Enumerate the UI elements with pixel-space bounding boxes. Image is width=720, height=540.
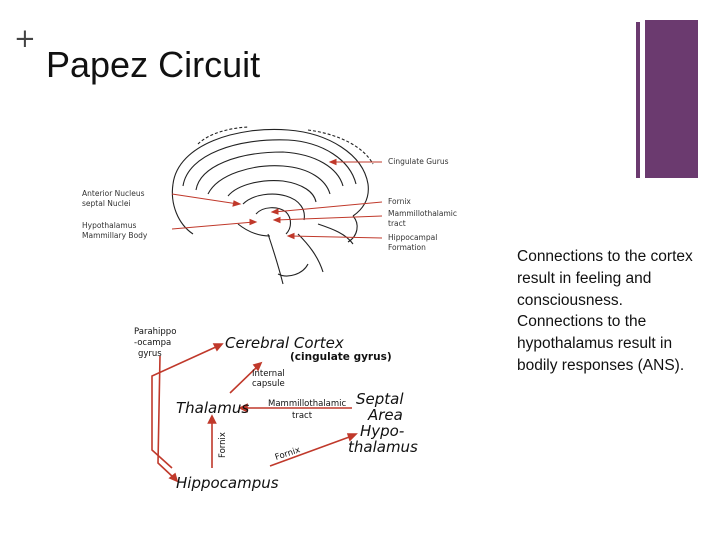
label-hypothalamus-2: Mammillary Body [82, 231, 148, 240]
label-anterior-2: septal Nuclei [82, 199, 131, 208]
plus-icon: + [14, 24, 36, 54]
label-parahippo-3: gyrus [138, 349, 162, 359]
node-hippocampus: Hippocampus [176, 474, 279, 492]
label-internal-2: capsule [252, 379, 285, 389]
label-hypothalamus-1: Hypothalamus [82, 221, 136, 230]
label-hippo-2: Formation [388, 243, 426, 252]
label-fornix: Fornix [388, 197, 411, 206]
circuit-diagram: Cerebral Cortex (cingulate gyrus) Parahi… [134, 327, 418, 492]
slide-notes: Connections to the cortex result in feel… [517, 248, 693, 374]
label-internal-1: Internal [252, 369, 285, 379]
node-area: Area [367, 406, 403, 424]
label-mammillo-2: tract [388, 219, 406, 228]
label-fornix-vertical: Fornix [218, 432, 228, 458]
label-cingulate: Cingulate Gurus [388, 157, 449, 166]
node-hypothalamus: thalamus [348, 438, 418, 456]
brain-diagram: Cingulate Gurus Anterior Nucleus septal … [82, 126, 457, 285]
label-parahippo-2: -ocampa [134, 338, 171, 348]
node-septal: Septal [356, 390, 404, 408]
node-thalamus: Thalamus [176, 399, 249, 417]
label-anterior-1: Anterior Nucleus [82, 189, 145, 198]
label-parahippo-1: Parahippo [134, 327, 176, 337]
node-cerebral-cortex: Cerebral Cortex [225, 334, 344, 352]
label-mammillo-1: Mammillothalamic [388, 209, 457, 218]
accent-bar [645, 20, 698, 178]
accent-bar-thin [636, 22, 640, 178]
label-mammillo-1: Mammillothalamic [268, 399, 347, 409]
label-hippo-1: Hippocampal [388, 233, 437, 242]
slide-title: Papez Circuit [46, 44, 261, 85]
label-mammillo-2: tract [292, 411, 313, 421]
node-hypo: Hypo- [360, 422, 404, 440]
node-cingulate: (cingulate gyrus) [290, 351, 392, 363]
